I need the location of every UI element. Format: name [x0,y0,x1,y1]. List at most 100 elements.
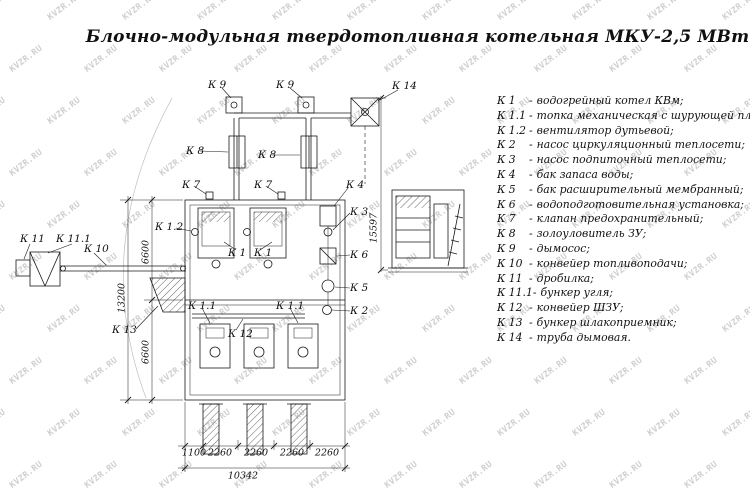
diagram-label: К 1 [228,247,247,259]
legend-item-key: К 12 [497,301,523,315]
diagram-label: К 1.1 [276,300,305,312]
diagram-label: К 13 [112,324,137,336]
legend-item-text: водоподготовительная установка; [536,197,744,211]
legend-item: К 13-бункер шлакоприемник; [497,316,750,331]
dimension-label: 6600 [140,239,152,265]
legend-item-separator: - [529,167,533,181]
legend-item-separator: - [529,153,533,167]
legend-item-key: К 2 [497,138,516,152]
side-view-group [388,189,468,273]
legend-item-text: топка механическая с шурующей планкой; [536,108,750,122]
crane-radius-arc [123,97,173,399]
legend-item-separator: - [529,271,533,285]
legend-item-text: бункер угля; [540,286,614,300]
legend-item: К 10-конвейер топливоподачи; [497,257,750,272]
legend-item-text: бак расширительный мембранный; [536,182,744,196]
smoke-fan-symbol [297,96,315,114]
diagram-label: К 1.2 [155,221,184,233]
legend-item-text: дымосос; [536,241,590,255]
legend-item-text: бак запаса воды; [536,167,634,181]
legend-item-text: насос подпиточный теплосети; [536,153,727,167]
legend-item-separator: - [529,182,533,196]
legend-item-key: К 11 [497,271,523,285]
legend-item: К 9-дымосос; [497,242,750,257]
dimension-lines [120,94,388,472]
diagram-label: К 8 [258,149,277,161]
legend-item: К 11-дробилка; [497,272,750,287]
dimension-label: 2260 [314,447,340,459]
fuel-feed-group [15,251,305,319]
legend-item-text: насос циркуляционный теплосети; [536,138,745,152]
dimension-label: 2260 [279,447,305,459]
foundation-group [199,403,311,455]
legend-item-text: вентилятор дутьевой; [536,123,674,137]
legend: К 1-водогрейный котел КВм;К 1.1-топка ме… [497,94,750,346]
lower-hall-group [199,323,319,369]
legend-item: К 14-труба дымовая. [497,331,750,346]
legend-item-separator: - [529,94,533,107]
legend-item-text: золоуловитель ЗУ; [536,227,647,241]
dimension-label: 6600 [140,339,152,365]
legend-item-text: труба дымовая. [536,330,631,344]
leader-lines [23,87,399,331]
legend-item-separator: - [529,197,533,211]
diagram-label: К 11.1 [56,233,91,245]
dimension-label: 10342 [227,470,259,482]
dimension-label: 1100 [181,447,207,459]
boilers-plan-group [191,207,287,269]
legend-item-key: К 1 [497,94,516,107]
diagram-label: К 4 [346,179,365,191]
legend-item-key: К 8 [497,227,516,241]
safety-valve-symbol [277,191,286,200]
legend-item: К 11.1-бункер угля; [497,286,750,301]
legend-item-text: водогрейный котел КВм; [536,94,684,107]
diagram-label: К 6 [350,249,369,261]
legend-item-separator: - [529,241,533,255]
diagram-label: К 11 [20,233,45,245]
diagram-label: К 1 [254,247,273,259]
legend-item: К 5-бак расширительный мембранный; [497,183,750,198]
legend-item-separator: - [529,108,533,122]
diagram-label: К 2 [350,305,369,317]
legend-item-separator: - [529,138,533,152]
legend-item-text: конвейер топливоподачи; [536,256,688,270]
gas-path-group [205,96,380,200]
dimension-label: 2260 [243,447,269,459]
legend-item-key: К 11.1 [497,286,533,300]
legend-item: К 6-водоподготовительная установка; [497,198,750,213]
diagram-label: К 9 [276,79,295,91]
diagram-label: К 7 [254,179,273,191]
dimension-label: 15597 [368,212,380,244]
legend-item-key: К 9 [497,241,516,255]
legend-item-text: бункер шлакоприемник; [536,315,677,329]
legend-item-separator: - [529,227,533,241]
diagram-label: К 8 [186,145,205,157]
equipment-column-group [319,205,337,315]
legend-item-key: К 4 [497,167,516,181]
legend-item-separator: - [532,286,537,300]
draft-fan-symbol [243,228,251,236]
legend-item-separator: - [529,330,533,344]
diagram-label: К 10 [84,243,109,255]
slag-bunker-symbol [149,277,186,313]
legend-item-separator: - [529,123,533,137]
legend-item: К 1-водогрейный котел КВм; [497,94,750,109]
legend-item-key: К 7 [497,212,516,226]
legend-item-separator: - [529,212,533,226]
legend-item: К 2-насос циркуляционный теплосети; [497,138,750,153]
legend-item-key: К 14 [497,330,523,344]
legend-item: К 4-бак запаса воды; [497,168,750,183]
legend-item-key: К 10 [497,256,523,270]
draft-fan-symbol [191,228,199,236]
safety-valve-symbol [205,191,214,200]
diagram-label: К 3 [350,206,369,218]
circulation-pump-symbol [322,305,332,315]
legend-item: К 1.2-вентилятор дутьевой; [497,124,750,139]
legend-item-key: К 3 [497,153,516,167]
legend-item: К 1.1-топка механическая с шурующей план… [497,109,750,124]
legend-item: К 12-конвейер ШЗУ; [497,301,750,316]
legend-item-text: клапан предохранительный; [536,212,704,226]
legend-item-text: конвейер ШЗУ; [536,301,624,315]
legend-item-key: К 5 [497,182,516,196]
